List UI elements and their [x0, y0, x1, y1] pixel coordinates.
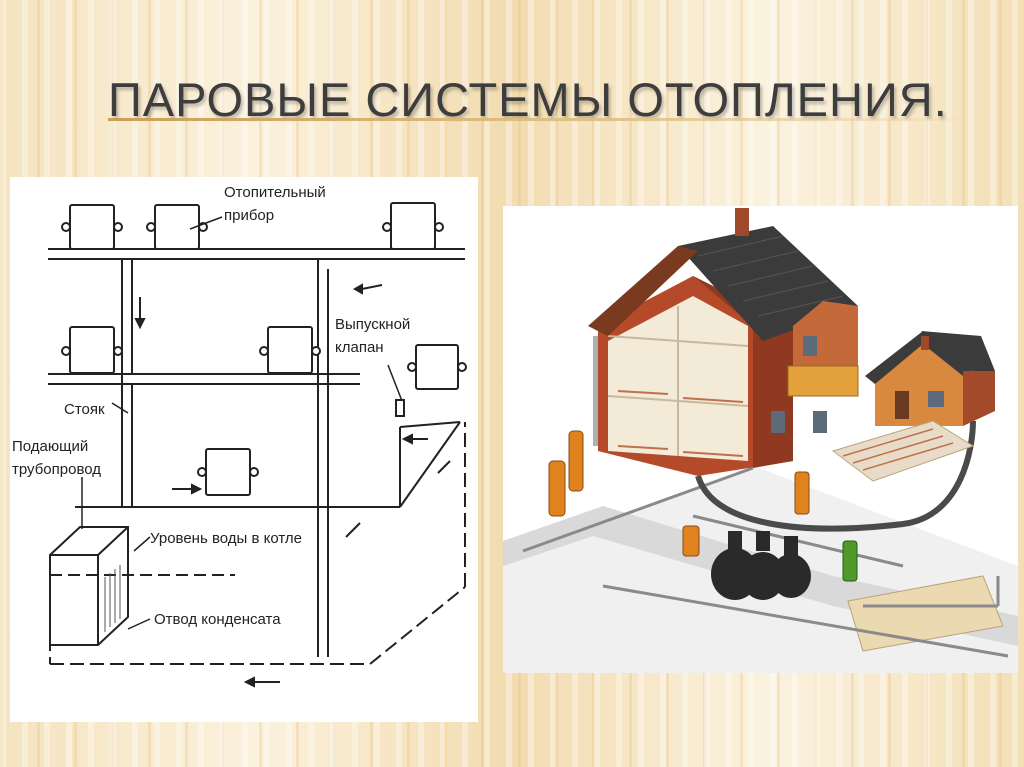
riser-label: Стояк [64, 401, 105, 418]
condensate-label: Отвод конденсата [154, 611, 281, 628]
house-illustration [503, 206, 1018, 673]
valve-label-line1: Выпускной [335, 316, 410, 333]
title-underline [108, 118, 988, 121]
supply-label-line2: трубопровод [12, 461, 101, 478]
valve-label-line2: клапан [335, 339, 384, 356]
heater-label-line1: Отопительный [224, 184, 326, 201]
house-drawing [503, 208, 1018, 673]
steam-heating-schematic: Отопительный прибор Выпускной клапан Сто… [10, 177, 478, 722]
supply-label-line1: Подающий [12, 438, 88, 455]
valve-icon [395, 399, 405, 417]
heater-label-line2: прибор [224, 207, 274, 224]
slide-title: ПАРОВЫЕ СИСТЕМЫ ОТОПЛЕНИЯ. [108, 73, 948, 126]
schematic-drawing: Отопительный прибор Выпускной клапан Сто… [12, 184, 467, 688]
water-level-label: Уровень воды в котле [150, 530, 302, 547]
